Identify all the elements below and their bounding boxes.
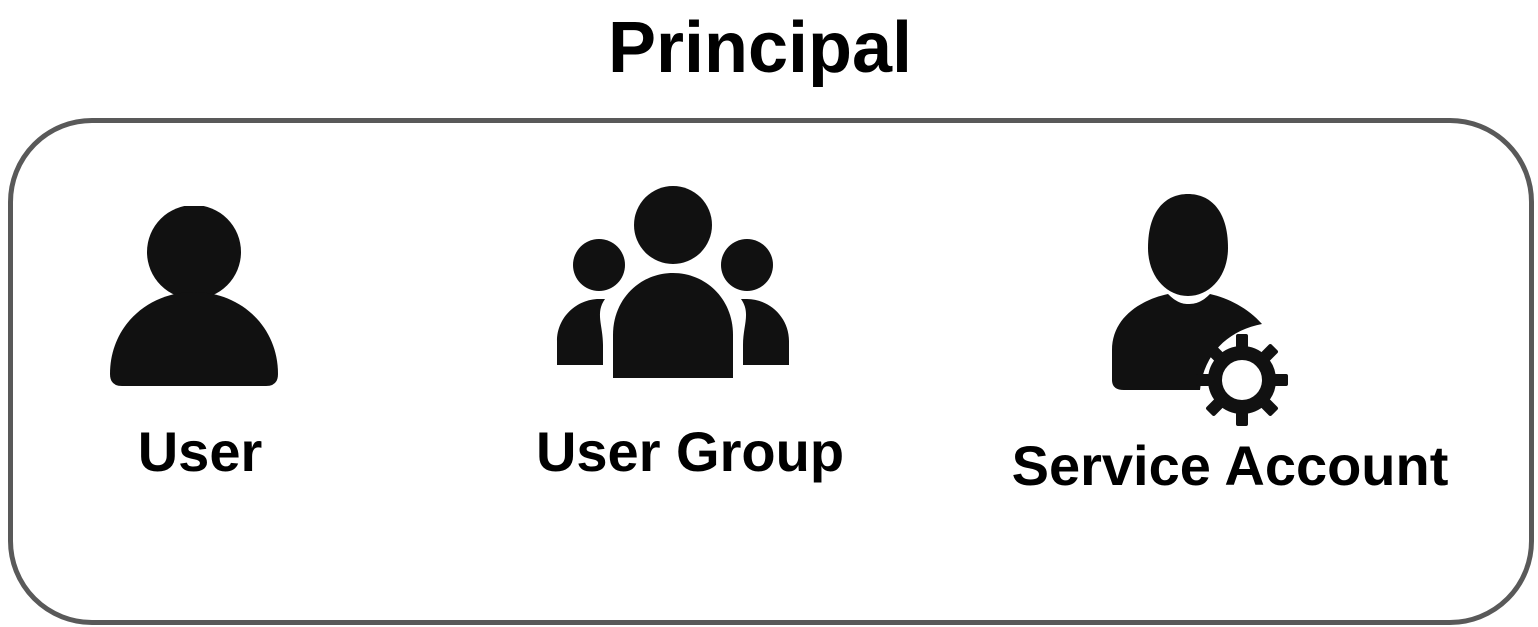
user-icon bbox=[110, 206, 278, 386]
user-group-label: User Group bbox=[535, 420, 845, 483]
principal-container bbox=[8, 118, 1534, 625]
diagram-title: Principal bbox=[607, 8, 913, 88]
user-label: User bbox=[137, 420, 263, 483]
service-account-icon bbox=[1112, 194, 1288, 426]
user-group-icon bbox=[557, 186, 789, 378]
service-account-label: Service Account bbox=[1011, 434, 1449, 497]
